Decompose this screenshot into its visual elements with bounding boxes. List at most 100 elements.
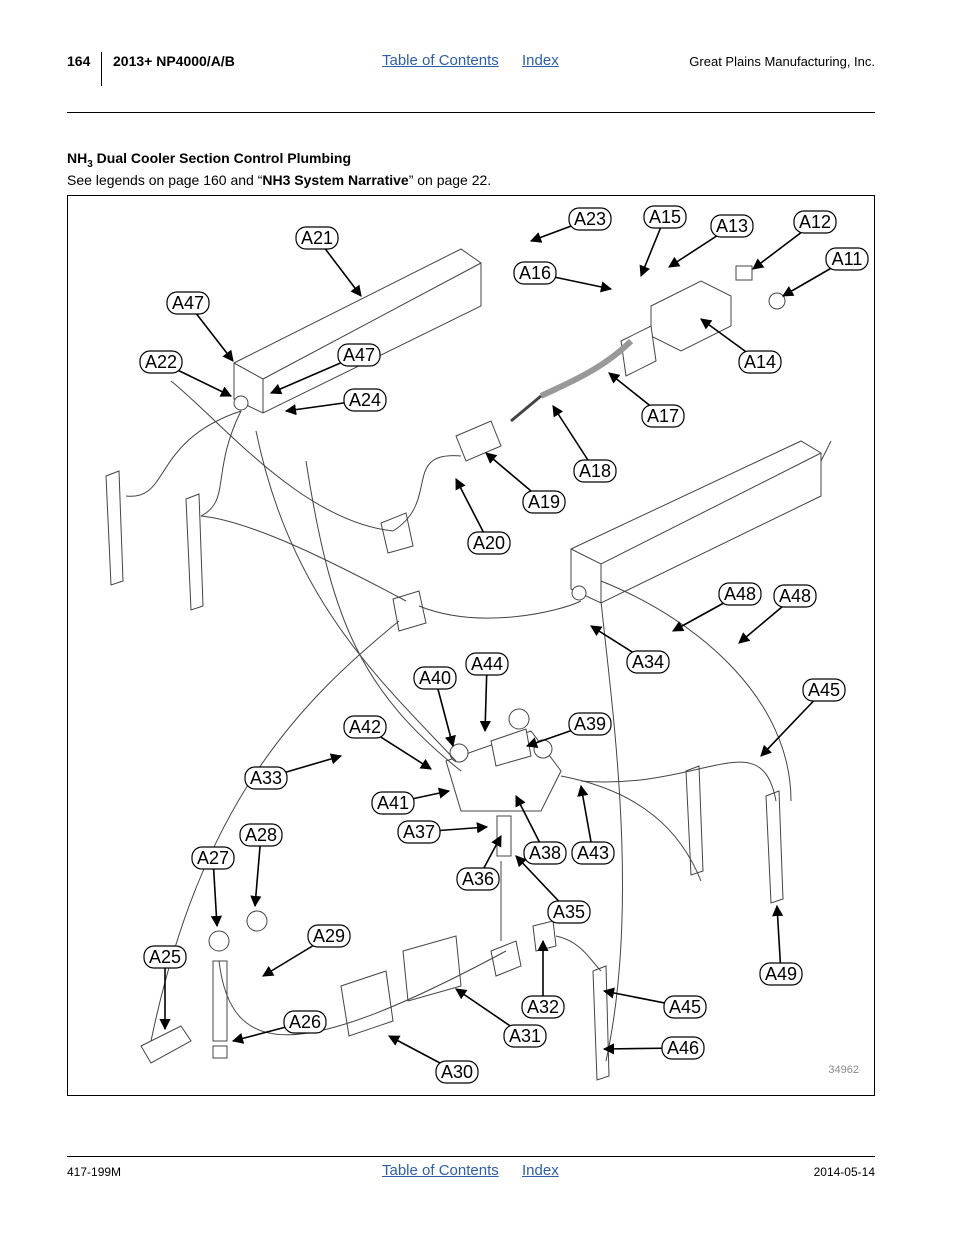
callout-a40: A40 bbox=[413, 666, 457, 748]
callout-box bbox=[456, 867, 500, 891]
callout-a44: A44 bbox=[465, 652, 509, 733]
subtitle-post: ” on page 22. bbox=[408, 172, 492, 188]
section-title: NH3 Dual Cooler Section Control Plumbing bbox=[67, 150, 351, 170]
callout-a48: A48 bbox=[738, 584, 817, 644]
callout-label: A19 bbox=[528, 492, 560, 512]
callout-box bbox=[397, 820, 441, 844]
company-name: Great Plains Manufacturing, Inc. bbox=[689, 54, 875, 69]
callout-a11: A11 bbox=[782, 247, 869, 297]
header-divider bbox=[101, 52, 102, 86]
callout-box bbox=[718, 582, 762, 606]
callout-box bbox=[759, 962, 803, 986]
callout-label: A16 bbox=[519, 263, 551, 283]
title-subscript: 3 bbox=[87, 158, 93, 170]
callout-box bbox=[467, 531, 511, 555]
callout-label: A14 bbox=[744, 352, 776, 372]
callout-box bbox=[513, 261, 557, 285]
callout-label: A39 bbox=[574, 714, 606, 734]
callout-box bbox=[523, 841, 567, 865]
callout-a47: A47 bbox=[166, 291, 234, 362]
callout-box bbox=[244, 766, 288, 790]
callout-box bbox=[139, 350, 183, 374]
callout-label: A13 bbox=[716, 216, 748, 236]
callout-label: A11 bbox=[832, 249, 863, 269]
callout-label: A23 bbox=[574, 209, 606, 229]
footer-toc-link[interactable]: Table of Contents bbox=[382, 1162, 499, 1179]
callout-box bbox=[802, 678, 846, 702]
callout-a15: A15 bbox=[639, 205, 687, 278]
callout-label: A38 bbox=[529, 843, 561, 863]
callout-label: A37 bbox=[403, 822, 435, 842]
callout-box bbox=[626, 650, 670, 674]
callout-label: A43 bbox=[577, 843, 609, 863]
doc-number: 417-199M bbox=[67, 1165, 122, 1179]
callout-a42: A42 bbox=[343, 715, 432, 770]
header-toc-link[interactable]: Table of Contents bbox=[382, 52, 499, 69]
callout-a49: A49 bbox=[759, 904, 803, 986]
callout-label: A28 bbox=[245, 825, 277, 845]
callout-a23: A23 bbox=[529, 207, 612, 243]
callout-label: A40 bbox=[419, 668, 451, 688]
callout-label: A30 bbox=[441, 1062, 473, 1082]
callout-label: A46 bbox=[667, 1038, 699, 1058]
callout-a29: A29 bbox=[262, 924, 351, 977]
callout-label: A48 bbox=[779, 586, 811, 606]
footer-index-link[interactable]: Index bbox=[522, 1162, 559, 1179]
narrative-reference: NH3 System Narrative bbox=[262, 172, 409, 188]
callout-a13: A13 bbox=[668, 214, 754, 268]
callout-box bbox=[239, 823, 283, 847]
callout-box bbox=[295, 226, 339, 250]
callout-box bbox=[371, 791, 415, 815]
callout-label: A45 bbox=[669, 997, 701, 1017]
callout-label: A29 bbox=[313, 926, 345, 946]
callout-label: A25 bbox=[149, 947, 181, 967]
callout-label: A44 bbox=[471, 654, 503, 674]
subtitle-pre: See legends on page 160 and “ bbox=[67, 172, 263, 188]
callout-a47: A47 bbox=[269, 343, 381, 395]
callout-box bbox=[191, 846, 235, 870]
callout-a28: A28 bbox=[239, 823, 283, 908]
callout-box bbox=[573, 459, 617, 483]
title-main: NH bbox=[67, 150, 88, 166]
diagram-artwork bbox=[105, 248, 832, 1081]
callout-label: A21 bbox=[301, 228, 333, 248]
callout-label: A24 bbox=[349, 390, 381, 410]
title-rest: Dual Cooler Section Control Plumbing bbox=[92, 150, 352, 166]
callout-label: A33 bbox=[250, 768, 282, 788]
callout-box bbox=[773, 584, 817, 608]
callout-label: A36 bbox=[462, 869, 494, 889]
callout-box bbox=[413, 666, 457, 690]
callout-a39: A39 bbox=[525, 712, 612, 748]
callout-box bbox=[571, 841, 615, 865]
callout-a22: A22 bbox=[139, 350, 233, 397]
callout-box bbox=[547, 900, 591, 924]
header-rule bbox=[67, 112, 875, 113]
callout-label: A27 bbox=[197, 848, 229, 868]
callout-label: A47 bbox=[343, 345, 375, 365]
callout-box bbox=[710, 214, 754, 238]
callout-label: A45 bbox=[808, 680, 840, 700]
callout-label: A18 bbox=[579, 461, 611, 481]
callout-label: A41 bbox=[377, 793, 409, 813]
callout-label: A34 bbox=[632, 652, 664, 672]
callout-a31: A31 bbox=[455, 988, 547, 1048]
callout-a38: A38 bbox=[515, 795, 567, 865]
callout-a12: A12 bbox=[752, 210, 837, 270]
header-index-link[interactable]: Index bbox=[522, 52, 559, 69]
callout-label: A22 bbox=[145, 352, 177, 372]
callout-box bbox=[522, 490, 566, 514]
callout-a17: A17 bbox=[608, 372, 685, 428]
callout-label: A49 bbox=[765, 964, 797, 984]
callout-box bbox=[143, 945, 187, 969]
callout-a30: A30 bbox=[388, 1035, 479, 1084]
page-number: 164 bbox=[67, 53, 91, 69]
callout-label: A32 bbox=[527, 997, 559, 1017]
callout-box bbox=[521, 995, 565, 1019]
callout-box bbox=[435, 1060, 479, 1084]
callout-a25: A25 bbox=[143, 945, 187, 1031]
callout-label: A48 bbox=[724, 584, 756, 604]
callout-a45: A45 bbox=[602, 987, 707, 1019]
callout-box bbox=[568, 712, 612, 736]
